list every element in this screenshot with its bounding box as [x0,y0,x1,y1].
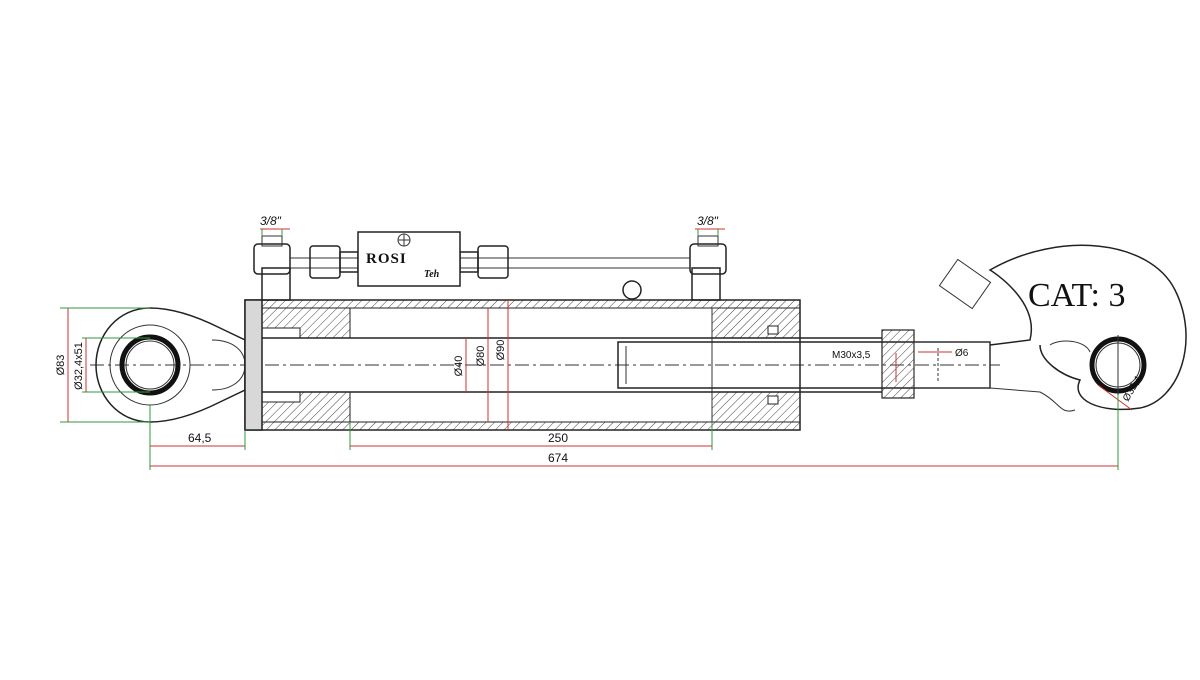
rod-end-notes: M30x3,5 Ø6 [832,348,969,382]
overall-length-label: 674 [548,451,568,465]
rod-diameter-label: Ø40 [453,356,465,377]
hook-end: CAT: 3 [938,244,1187,412]
piston [261,307,351,339]
pin-hole-label: Ø6 [955,348,969,359]
eye-dimensions: Ø83 Ø32,4x51 [55,307,150,423]
lock-nut [881,329,915,399]
length-dimensions: 64,5 250 674 [149,395,1119,470]
bore-dimensions: Ø40 Ø80 Ø90 [453,300,509,430]
fitting-left-label: 3/8" [260,214,282,228]
gland [711,307,801,339]
barrel-diameter-label: Ø90 [495,340,507,361]
rear-eye [95,307,246,423]
eye-offset-label: 64,5 [188,431,212,445]
brand-name: ROSI [366,251,407,267]
piston-rod [262,329,991,399]
cylinder-barrel [244,299,801,431]
valve-block [357,231,461,287]
eye-bore-label: Ø32,4x51 [73,342,85,390]
eye-outer-diameter-label: Ø83 [55,355,67,376]
fitting-labels: 3/8" 3/8" [260,214,725,236]
fitting-right-label: 3/8" [697,214,719,228]
brand-suffix: Teh [424,269,440,280]
stroke-label: 250 [548,431,568,445]
thread-label: M30x3,5 [832,350,871,361]
category-label: CAT: 3 [1028,277,1125,314]
piston-diameter-label: Ø80 [475,346,487,367]
hose-assembly: ROSI Teh [253,231,727,301]
